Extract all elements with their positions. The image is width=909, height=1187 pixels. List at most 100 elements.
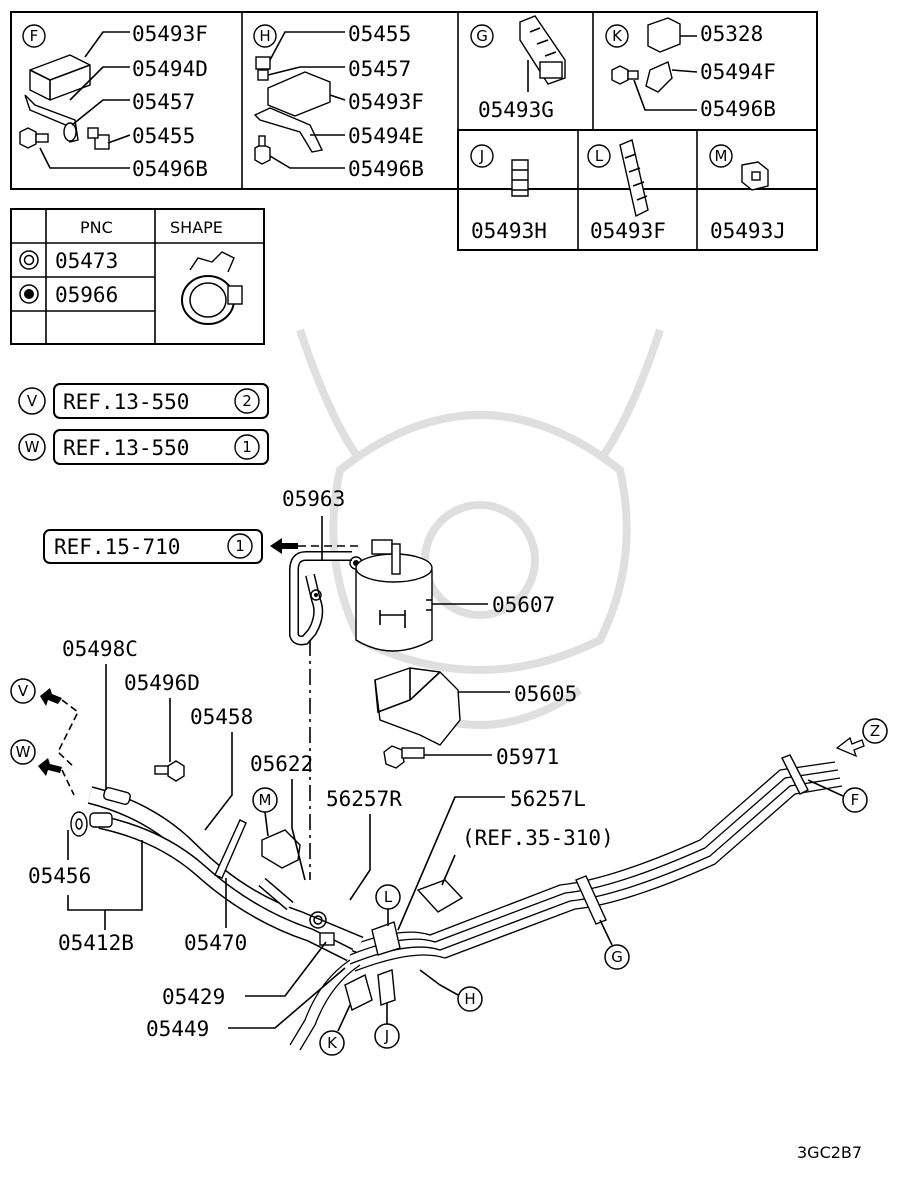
callout-05449: 05449 [146,1017,209,1041]
clip-f-shape [781,754,809,795]
inset-h-part-5: 05496B [348,157,424,181]
arrow-left-icon [270,538,298,554]
inset-f-part-2: 05494D [132,57,208,81]
inset-g-key: G [476,27,488,45]
ref-w: W REF.13-550 1 [18,429,269,465]
inset-k-part-1: 05328 [700,22,763,46]
callout-56257L: 56257L [510,787,586,811]
inset-k-part-3: 05496B [700,97,776,121]
inset-m: M 05493J [709,144,786,243]
callout-05607: 05607 [492,593,555,617]
marker-j: J [384,1027,389,1045]
bracket-k-shape [645,61,673,93]
pnc-row-1: 05473 [55,249,118,273]
marker-h: H [464,990,475,1008]
shape-header: SHAPE [170,218,223,237]
arrow-v: V [10,678,80,769]
position-markers: F G H K J L M [252,779,868,1056]
inset-g: G 05493G [470,15,566,122]
inset-f-part-3: 05457 [132,90,195,114]
ref-15-710-text: REF.15-710 [54,535,180,559]
watermark-logo [296,328,664,729]
arrow-icon [40,688,62,706]
callouts: 05963 05607 05605 05971 05498C 05496D 05… [28,487,614,1041]
clip-k-shape [647,17,681,53]
callout-05496D: 05496D [124,671,200,695]
ref-v-key: V [27,392,38,410]
pnc-row-2: 05966 [55,283,118,307]
clip-j-shape [511,159,529,197]
callout-05458: 05458 [190,705,253,729]
ref-w-key: W [25,438,40,456]
clip-g-shape [575,875,607,925]
callout-05456: 05456 [28,864,91,888]
arrow-w: W [10,739,75,796]
clip-m-shape [261,829,301,869]
inset-f-part-4: 05455 [132,124,195,148]
inset-k: K 05328 05494F 05496B [605,17,776,121]
callout-56257R: 56257R [326,787,402,811]
callout-05605: 05605 [514,682,577,706]
ref-15-710: REF.15-710 1 [43,529,360,564]
figure-code: 3GC2B7 [797,1143,862,1162]
double-circle-icon [19,250,39,270]
marker-l: L [384,888,393,906]
pnc-shape-table: PNC SHAPE 05473 05966 [10,208,265,345]
fuel-filter-shape [355,570,433,652]
callout-05470: 05470 [184,931,247,955]
marker-f: F [851,791,860,809]
bolt-icon [19,127,49,149]
inset-j: J 05493H [470,144,547,243]
inset-h-key: H [259,27,270,45]
bolt-icon [611,65,639,85]
callout-05498C: 05498C [62,637,138,661]
clamp-shape [214,819,247,879]
arrow-icon [835,736,865,758]
inset-row-top [10,11,818,251]
clip-j-shape [377,969,396,1006]
ref-v-num: 2 [242,392,252,410]
ref-15-710-num: 1 [235,537,245,555]
inset-h: H 05455 05457 05493F 05494E 05496B [253,22,424,181]
filled-circle-icon [19,284,39,304]
inset-f-part-5: 05496B [132,157,208,181]
callout-05963: 05963 [282,487,345,511]
callout-05971: 05971 [496,745,559,769]
callout-05412B: 05412B [58,931,134,955]
inset-g-part-1: 05493G [478,98,554,122]
clip-l-shape [371,921,401,956]
inset-h-part-4: 05494E [348,124,424,148]
fuel-pipe-bundle [70,754,843,1051]
callout-05429: 05429 [162,985,225,1009]
inset-h-part-2: 05457 [348,57,411,81]
callout-ref-35-310: (REF.35-310) [462,826,614,850]
nut-shape [255,56,271,70]
arrow-icon [38,758,62,776]
inset-f-part-1: 05493F [132,22,208,46]
ref-v: V REF.13-550 2 [18,383,269,419]
clip-k-shape [344,973,373,1012]
marker-m: M [259,791,272,809]
marker-g: G [611,948,623,966]
pnc-header: PNC [80,218,113,237]
clamp-block-shape [29,54,91,101]
sensor-shape [416,879,464,913]
ref-v-text: REF.13-550 [63,390,189,414]
marker-k: K [327,1034,338,1052]
inset-k-key: K [612,27,623,45]
inset-l-key: L [595,147,604,165]
inset-j-key: J [479,147,484,165]
clamp-block-shape [267,71,331,117]
ref-w-num: 1 [242,438,252,456]
clip-l-shape [619,139,649,218]
filter-bracket-shape [374,667,461,746]
inset-k-part-2: 05494F [700,60,776,84]
bolt-icon [154,760,185,782]
inset-h-part-3: 05493F [348,90,424,114]
bracket-shape [24,94,79,143]
fuel-filter-assembly [289,539,461,769]
inset-m-key: M [715,147,728,165]
inset-m-part-1: 05493J [710,219,786,243]
hose-clamp-icon [181,251,243,325]
